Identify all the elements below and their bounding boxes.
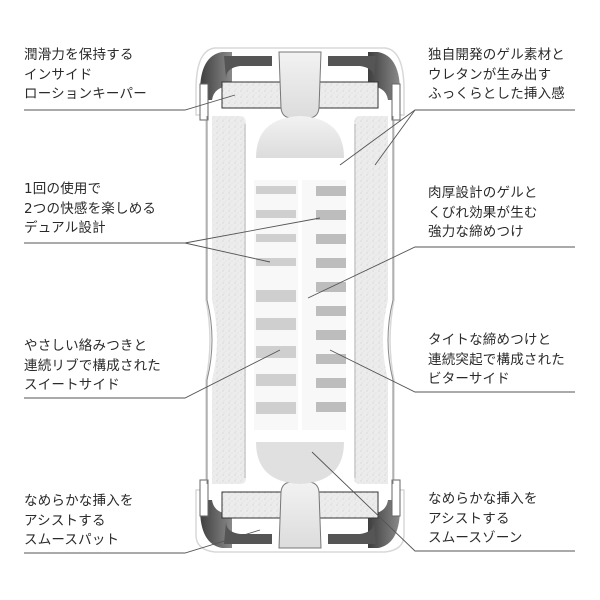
label-line: 2つの快感を楽しめる bbox=[24, 200, 157, 217]
label-line: スイートサイド bbox=[24, 377, 120, 393]
label-gel-urethane: 独自開発のゲル素材と ウレタンが生み出す ふっくらとした挿入感 bbox=[428, 46, 565, 105]
label-line: 肉厚設計のゲルと bbox=[428, 185, 538, 201]
label-line: スムースパット bbox=[24, 532, 120, 548]
label-smooth-zone: なめらかな挿入を アシストする スムースゾーン bbox=[428, 490, 538, 549]
label-line: スムースゾーン bbox=[428, 530, 523, 546]
smooth-domes bbox=[256, 116, 344, 484]
lotion-keeper-foam bbox=[221, 81, 379, 519]
urethane-foam bbox=[206, 116, 394, 484]
label-line: 潤滑力を保持する bbox=[24, 47, 134, 63]
inner-channel bbox=[254, 170, 346, 440]
label-line: 1回の使用で bbox=[24, 181, 102, 197]
label-line: アシストする bbox=[24, 512, 106, 529]
label-line: ビターサイド bbox=[428, 371, 510, 387]
label-line: ウレタンが生み出す bbox=[428, 66, 552, 83]
label-bitter-side: タイトな締めつけと 連続突起で構成された ビターサイド bbox=[428, 331, 565, 390]
label-smooth-pad: なめらかな挿入を アシストする スムースパット bbox=[24, 492, 134, 551]
label-line: やさしい絡みつきと bbox=[24, 338, 148, 354]
insertion-tubes bbox=[278, 51, 322, 549]
label-line: インサイド bbox=[24, 66, 93, 83]
label-line: デュアル設計 bbox=[24, 220, 106, 236]
label-sweet-side: やさしい絡みつきと 連続リブで構成された スイートサイド bbox=[24, 337, 161, 396]
label-line: タイトな締めつけと bbox=[428, 332, 552, 348]
label-tight-grip: 肉厚設計のゲルと くびれ効果が生む 強力な締めつけ bbox=[428, 184, 538, 243]
label-line: アシストする bbox=[428, 510, 510, 527]
label-line: ふっくらとした挿入感 bbox=[428, 86, 565, 102]
label-line: 強力な締めつけ bbox=[428, 224, 524, 240]
label-line: くびれ効果が生む bbox=[428, 204, 538, 221]
label-lotion-keeper: 潤滑力を保持する インサイド ローションキーパー bbox=[24, 46, 147, 105]
label-line: 連続リブで構成された bbox=[24, 357, 161, 374]
side-seals bbox=[199, 83, 401, 517]
label-line: なめらかな挿入を bbox=[24, 493, 134, 509]
label-dual-design: 1回の使用で 2つの快感を楽しめる デュアル設計 bbox=[24, 180, 156, 239]
label-line: 連続突起で構成された bbox=[428, 351, 565, 368]
label-line: ローションキーパー bbox=[24, 86, 147, 102]
label-line: 独自開発のゲル素材と bbox=[428, 47, 565, 63]
label-line: なめらかな挿入を bbox=[428, 491, 538, 507]
leader-lines bbox=[24, 94, 575, 554]
